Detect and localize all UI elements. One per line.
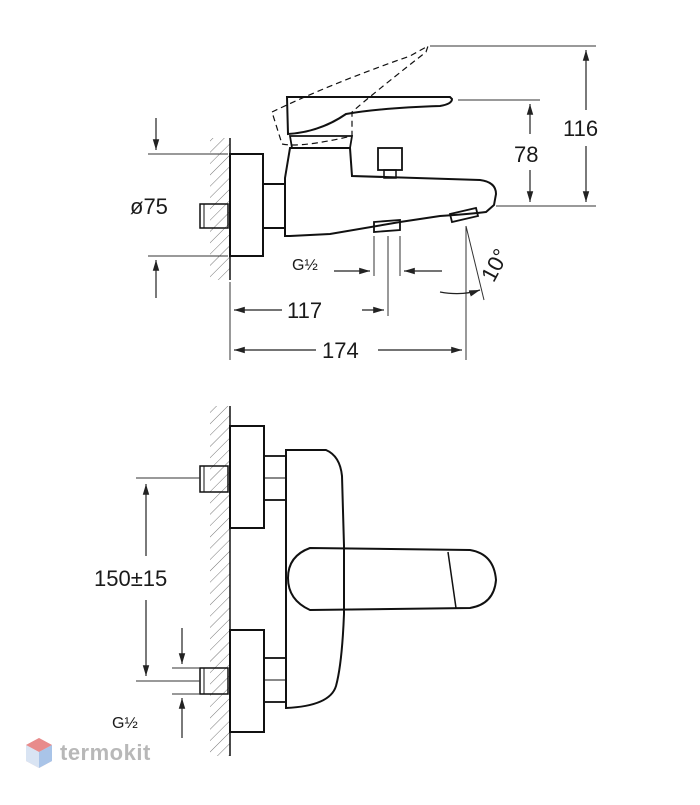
dim-height-lever: 78 bbox=[514, 142, 538, 167]
rosette-upper bbox=[229, 425, 265, 529]
diverter-knob bbox=[377, 147, 403, 171]
wall-hatch-bottom bbox=[210, 406, 230, 756]
dim-center-distance: 150±15 bbox=[94, 566, 167, 591]
inlet-lower bbox=[199, 667, 229, 695]
aerator-side bbox=[448, 206, 480, 224]
brand-logo-icon bbox=[26, 738, 52, 768]
lever-base-side bbox=[288, 135, 354, 149]
body-side bbox=[284, 147, 498, 237]
brand-watermark: termokit bbox=[24, 736, 184, 776]
dim-height-total: 116 bbox=[563, 116, 598, 141]
lever-raised-position bbox=[271, 44, 430, 146]
dim-depth-outlet: 117 bbox=[287, 298, 322, 323]
side-elevation-view bbox=[148, 44, 596, 360]
body-neck-side bbox=[262, 183, 286, 229]
rosette-side bbox=[229, 153, 264, 257]
lever-handle-side bbox=[285, 96, 454, 136]
dim-thread-bottom: G½ bbox=[112, 715, 138, 732]
inlet-upper bbox=[199, 465, 229, 493]
dim-diameter: ø75 bbox=[130, 194, 168, 219]
inlet-connector-side bbox=[199, 203, 229, 229]
wall-hatch-top bbox=[210, 138, 230, 280]
hose-outlet-side bbox=[373, 219, 401, 233]
dim-depth-total: 174 bbox=[322, 338, 359, 363]
rosette-lower bbox=[229, 629, 265, 733]
brand-name: termokit bbox=[60, 740, 151, 765]
dim-thread-top: G½ bbox=[292, 257, 318, 274]
plan-view bbox=[136, 406, 498, 756]
body-plan bbox=[285, 449, 345, 710]
lever-plan bbox=[286, 546, 498, 612]
dim-angle: 10° bbox=[476, 245, 514, 286]
